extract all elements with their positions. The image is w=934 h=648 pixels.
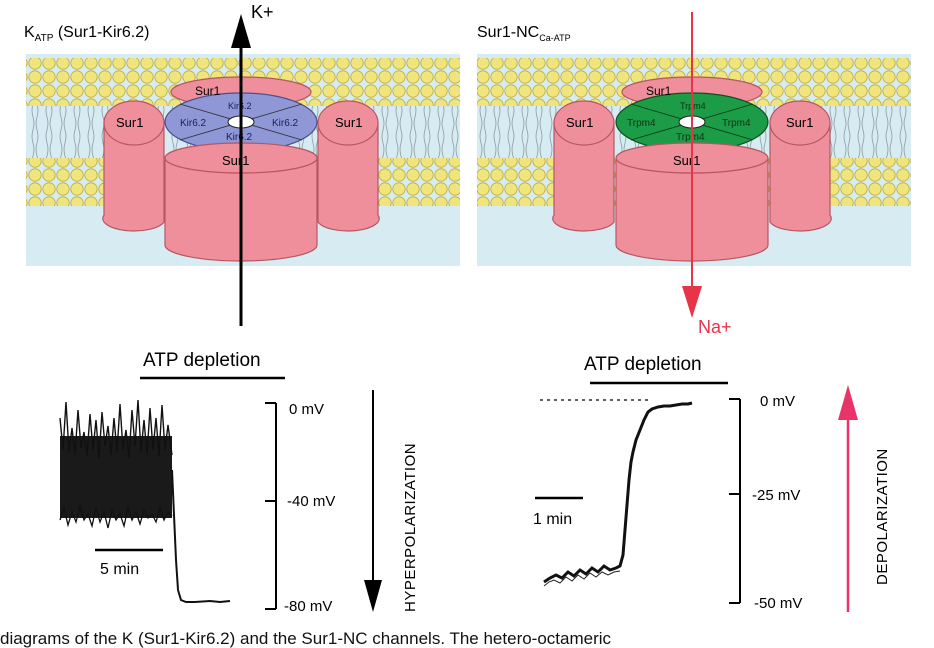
sur1-right-pillar	[769, 122, 832, 232]
sur1-right-pillar	[317, 122, 380, 232]
right-treatment-label: ATP depletion	[584, 354, 702, 375]
right-scale-tick-bottom: -50 mV	[754, 595, 802, 612]
sur1-left-top	[553, 100, 615, 146]
sur1-right-top	[769, 100, 831, 146]
trace-lower-noise	[59, 503, 173, 529]
left-time-scale-label: 5 min	[100, 561, 139, 578]
k-current-arrow	[231, 14, 251, 326]
sur1-left-pillar	[102, 122, 165, 232]
right-channel: Sur1 Sur1 Sur1 Sur1 Trpm4 Trpm4 Trpm4 Tr…	[552, 76, 832, 262]
sur1-label-front: Sur1	[673, 153, 700, 168]
right-scale-tick-mid: -25 mV	[752, 487, 800, 504]
na-ion-label: Na+	[698, 317, 732, 337]
left-treatment-label: ATP depletion	[143, 350, 261, 371]
sur1-left-top	[103, 100, 165, 146]
trace-hyperpolarization	[171, 469, 231, 604]
sur1-label-left: Sur1	[566, 115, 593, 130]
right-panel-title: Sur1-NCCa-ATP	[477, 24, 571, 43]
trpm-label-bottom: Trpm4	[676, 132, 705, 143]
hyperpolarization-label: HYPERPOLARIZATION	[402, 443, 419, 612]
left-channel: Sur1 Sur1 Sur1 Sur1 Kir6.2 Kir6.2 Kir6.2…	[102, 76, 380, 262]
right-voltage-scale	[729, 398, 741, 604]
hyperpolarization-arrow	[364, 390, 382, 612]
sur1-right-top	[317, 100, 379, 146]
trace-depolarization	[543, 401, 693, 584]
sur1-label-front: Sur1	[222, 153, 249, 168]
sur1-left-pillar	[552, 122, 615, 232]
trace-spikes	[59, 399, 173, 459]
k-ion-label: K+	[251, 2, 274, 22]
trace-noise	[543, 570, 621, 587]
left-scale-tick-top: 0 mV	[289, 401, 324, 418]
figure-caption: diagrams of the K (Sur1-Kir6.2) and the …	[0, 630, 612, 648]
sur1-label-right: Sur1	[335, 115, 362, 130]
sur1-label-right: Sur1	[786, 115, 813, 130]
left-panel-title: KATP (Sur1-Kir6.2)	[24, 24, 149, 44]
sur1-label-back: Sur1	[646, 84, 672, 98]
left-voltage-scale	[265, 402, 277, 610]
kir-label-bottom: Kir6.2	[226, 132, 253, 143]
na-current-arrow	[682, 12, 702, 318]
left-scale-tick-mid: -40 mV	[287, 493, 335, 510]
right-voltage-trace	[543, 401, 693, 587]
left-voltage-trace	[59, 399, 231, 604]
right-time-scale-label: 1 min	[533, 511, 572, 528]
kir-label-left: Kir6.2	[180, 118, 207, 129]
trpm-label-right: Trpm4	[722, 118, 751, 129]
depolarization-arrow	[838, 385, 858, 612]
left-scale-tick-bottom: -80 mV	[284, 598, 332, 615]
depolarization-label: DEPOLARIZATION	[874, 448, 891, 585]
trpm-label-left: Trpm4	[627, 118, 656, 129]
kir-label-right: Kir6.2	[272, 118, 299, 129]
right-scale-tick-top: 0 mV	[760, 393, 795, 410]
sur1-label-left: Sur1	[116, 115, 143, 130]
sur1-label-back: Sur1	[195, 84, 221, 98]
